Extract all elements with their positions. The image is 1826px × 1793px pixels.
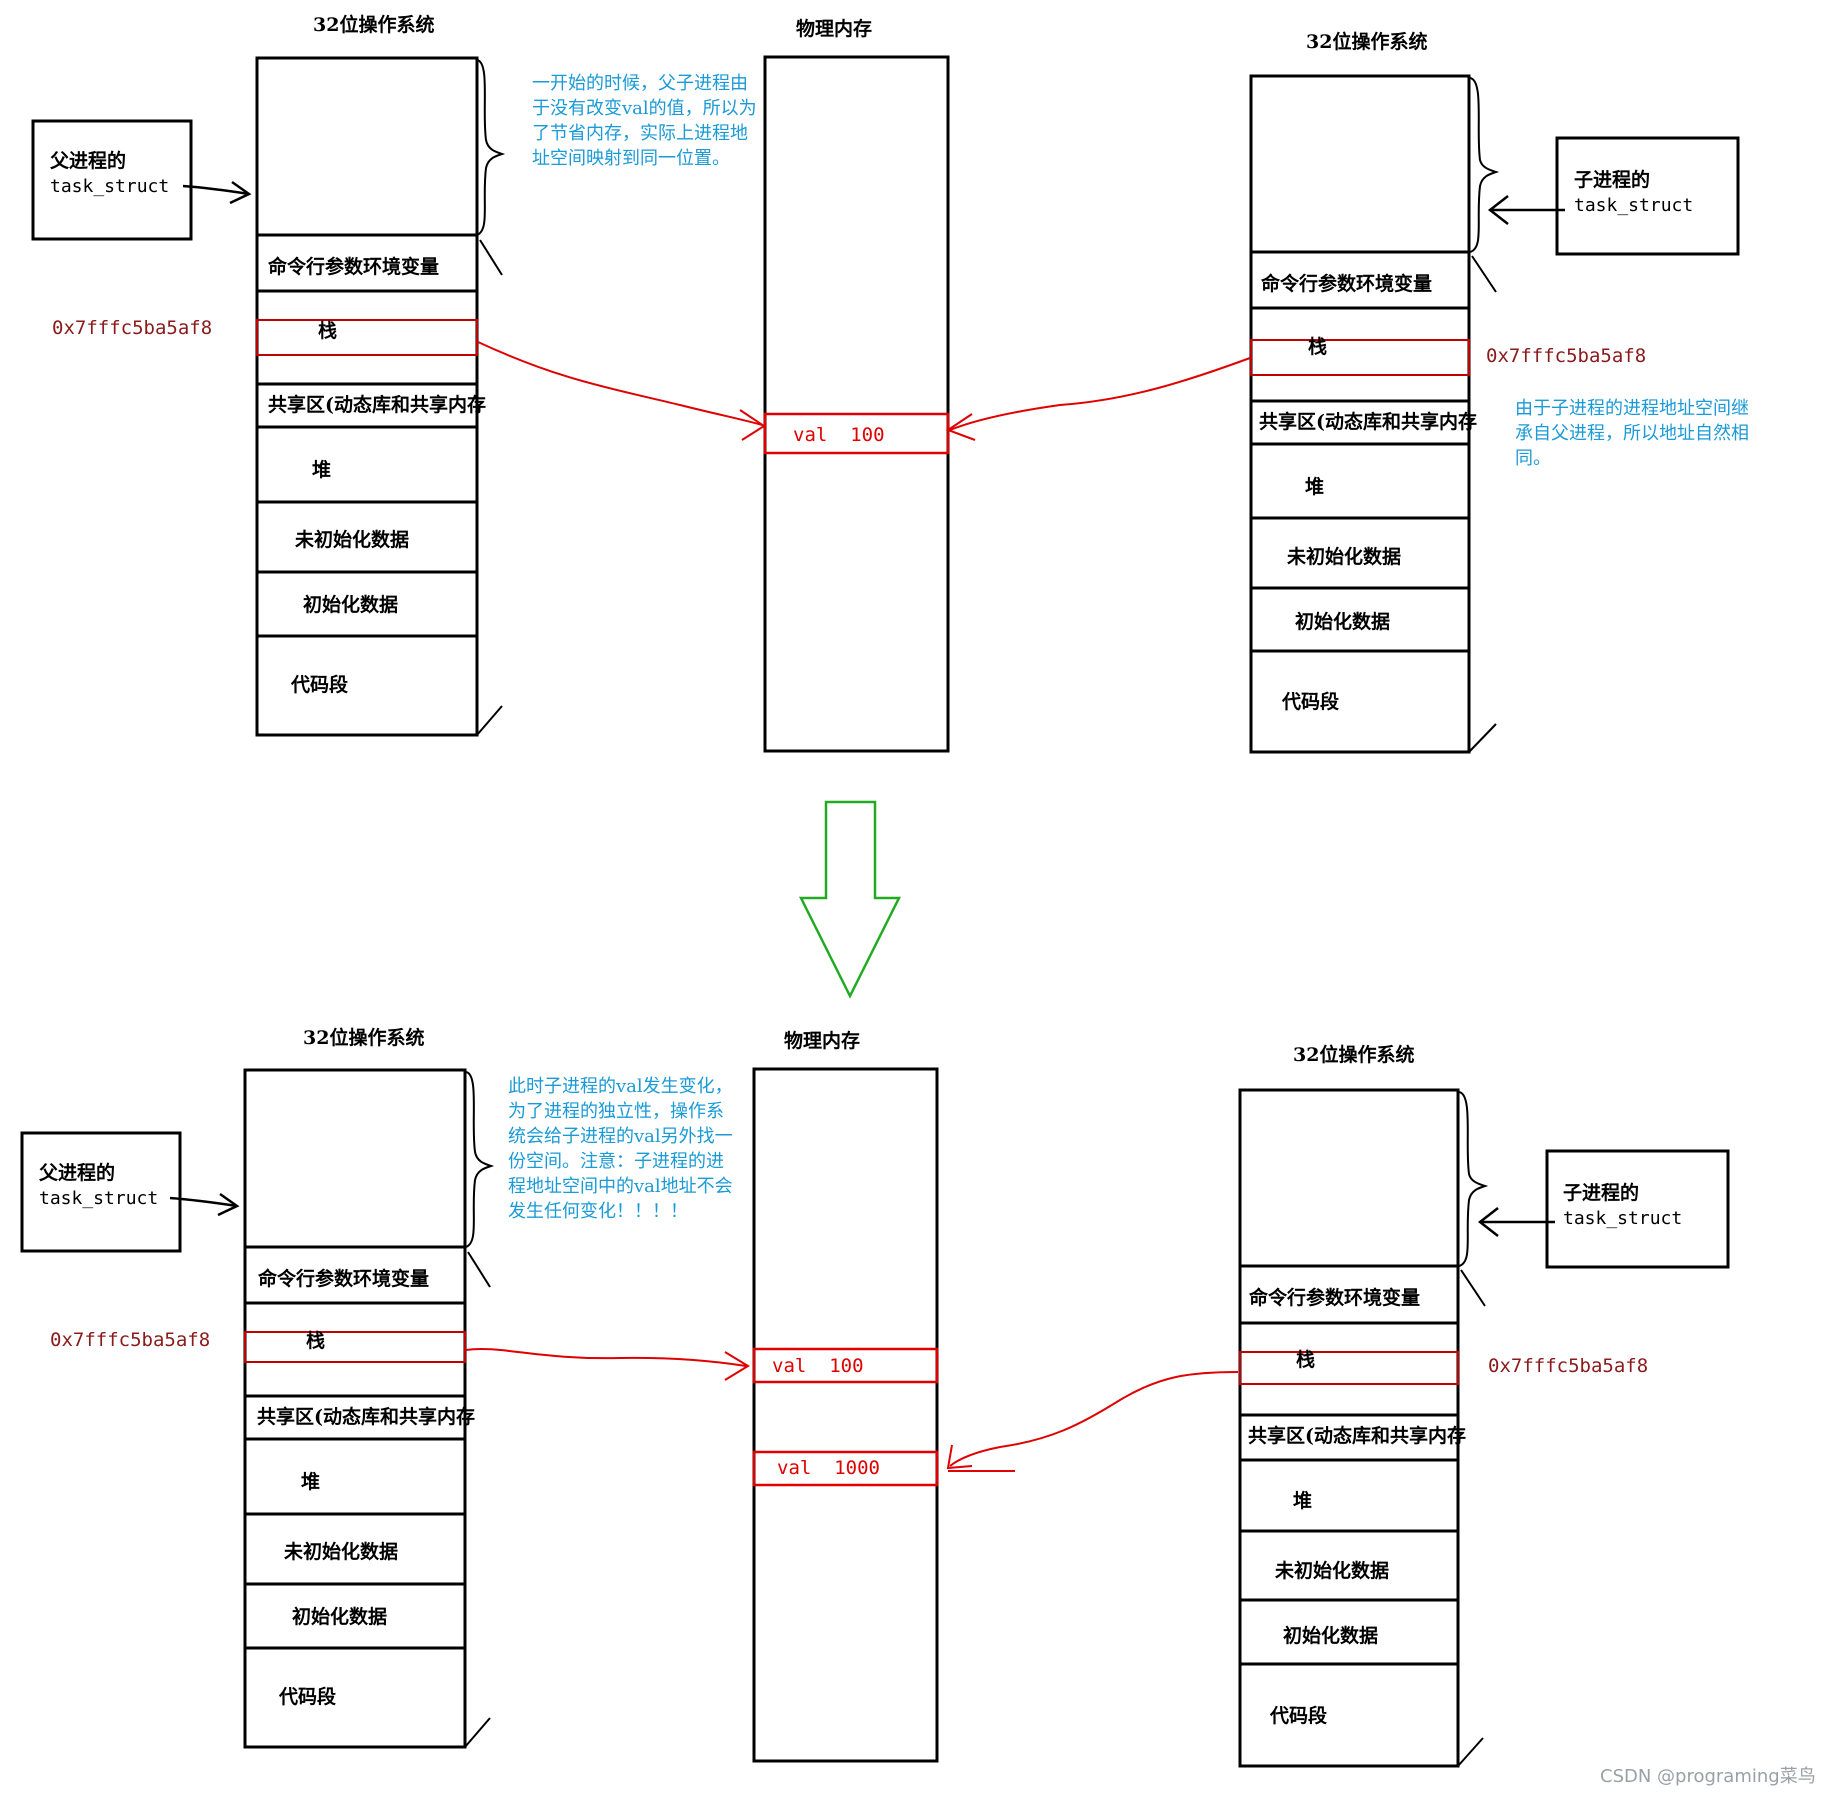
- top-child-kernel-brace: [1469, 77, 1500, 253]
- top-child-brace-tick: [1471, 255, 1497, 293]
- top-child-task-struct-label: 子进程的 task_struct: [1574, 167, 1693, 219]
- bottom-val1-cell: [752, 1347, 939, 1384]
- top-child-task-line2: task_struct: [1574, 195, 1694, 216]
- top-child-map-arrow: [945, 357, 1251, 441]
- top-parent-task-arrow: [182, 180, 252, 205]
- top-child-seg-shared: 共享区(动态库和共享内存: [1259, 411, 1477, 433]
- top-parent-task-line1: 父进程的: [50, 150, 127, 172]
- top-parent-map-arrow: [477, 341, 766, 441]
- top-child-note: 由于子进程的进程地址空间继承自父进程，所以地址自然相同。: [1515, 398, 1749, 469]
- bottom-parent-stack-highlight: [244, 1331, 466, 1363]
- top-child-task-arrow: [1487, 195, 1566, 225]
- watermark: CSDN @programing菜鸟: [1600, 1766, 1816, 1787]
- top-parent-bottom-tick: [476, 705, 503, 736]
- bottom-child-address-space: [1238, 1088, 1460, 1768]
- bottom-parent-seg-shared: 共享区(动态库和共享内存: [257, 1406, 475, 1428]
- bottom-note: 此时子进程的val发生变化，为了进程的独立性，操作系统会给子进程的val另外找一…: [508, 1076, 733, 1222]
- bottom-child-map-arrow: [946, 1371, 1239, 1472]
- bottom-child-seg-data: 初始化数据: [1283, 1625, 1379, 1647]
- bottom-parent-task-line2: task_struct: [39, 1188, 159, 1209]
- bottom-parent-address: 0x7fffc5ba5af8: [50, 1329, 211, 1351]
- bottom-parent-os-title: 32位操作系统: [303, 1027, 425, 1049]
- bottom-val2-cell: [752, 1450, 939, 1487]
- bottom-parent-map-arrow: [465, 1347, 750, 1381]
- top-parent-seg-data: 初始化数据: [303, 594, 399, 616]
- bottom-physical-memory: [752, 1067, 939, 1763]
- top-child-seg-env: 命令行参数环境变量: [1261, 273, 1433, 295]
- top-val-label: val 100: [793, 424, 885, 446]
- bottom-child-address: 0x7fffc5ba5af8: [1488, 1355, 1649, 1377]
- bottom-parent-seg-text: 代码段: [279, 1686, 337, 1708]
- bottom-child-task-line1: 子进程的: [1563, 1182, 1640, 1204]
- top-parent-task-line2: task_struct: [50, 176, 170, 197]
- top-parent-task-struct-label: 父进程的 task_struct: [50, 148, 169, 200]
- bottom-child-seg-env: 命令行参数环境变量: [1249, 1287, 1421, 1309]
- bottom-child-kernel-brace: [1458, 1091, 1489, 1267]
- bottom-parent-address-space: [243, 1068, 467, 1749]
- bottom-child-stack-highlight: [1239, 1351, 1459, 1385]
- bottom-child-brace-tick: [1460, 1269, 1486, 1307]
- top-parent-seg-bss: 未初始化数据: [295, 529, 410, 551]
- top-child-bottom-tick: [1468, 723, 1497, 753]
- top-parent-brace-tick: [479, 239, 503, 276]
- bottom-parent-seg-data: 初始化数据: [292, 1606, 388, 1628]
- top-parent-seg-env: 命令行参数环境变量: [268, 256, 440, 278]
- top-child-task-box: [1555, 136, 1740, 256]
- top-val-cell: [763, 412, 950, 455]
- bottom-parent-brace-tick: [467, 1251, 491, 1288]
- bottom-child-seg-shared: 共享区(动态库和共享内存: [1248, 1425, 1466, 1447]
- top-parent-task-box: [31, 119, 193, 241]
- top-child-stack-highlight: [1250, 339, 1470, 376]
- top-child-seg-text: 代码段: [1282, 691, 1340, 713]
- bottom-child-bottom-tick: [1457, 1737, 1484, 1767]
- top-parent-seg-heap: 堆: [312, 459, 332, 481]
- bottom-val1-label: val 100: [772, 1355, 864, 1377]
- bottom-parent-task-box: [20, 1131, 182, 1253]
- top-parent-seg-text: 代码段: [291, 674, 349, 696]
- top-child-task-line1: 子进程的: [1574, 169, 1651, 191]
- bottom-child-seg-stack: 栈: [1296, 1349, 1316, 1371]
- top-child-seg-heap: 堆: [1305, 476, 1325, 498]
- bottom-parent-task-arrow: [169, 1192, 240, 1217]
- top-parent-stack-highlight: [256, 319, 478, 356]
- top-child-seg-bss: 未初始化数据: [1287, 546, 1402, 568]
- bottom-child-os-title: 32位操作系统: [1293, 1044, 1415, 1066]
- bottom-child-seg-bss: 未初始化数据: [1275, 1560, 1390, 1582]
- transition-down-arrow: [798, 800, 902, 999]
- bottom-child-task-line2: task_struct: [1563, 1208, 1683, 1229]
- top-parent-seg-shared: 共享区(动态库和共享内存: [268, 394, 486, 416]
- top-parent-seg-stack: 栈: [318, 320, 338, 342]
- bottom-parent-seg-heap: 堆: [301, 1471, 321, 1493]
- bottom-child-task-box: [1545, 1149, 1730, 1269]
- bottom-parent-bottom-tick: [464, 1717, 491, 1748]
- top-parent-os-title: 32位操作系统: [313, 14, 435, 36]
- bottom-parent-kernel-brace: [465, 1071, 495, 1248]
- top-parent-address-space: [255, 56, 479, 737]
- bottom-parent-seg-stack: 栈: [306, 1330, 326, 1352]
- top-parent-note: 一开始的时候，父子进程由于没有改变val的值，所以为了节省内存，实际上进程地址空…: [532, 73, 757, 169]
- bottom-child-task-arrow: [1477, 1207, 1555, 1237]
- bottom-parent-task-struct-label: 父进程的 task_struct: [39, 1160, 158, 1212]
- bottom-val2-label: val 1000: [777, 1457, 880, 1479]
- top-child-seg-data: 初始化数据: [1295, 611, 1391, 633]
- top-child-address: 0x7fffc5ba5af8: [1486, 345, 1647, 367]
- top-physical-memory: [763, 55, 950, 753]
- top-parent-address: 0x7fffc5ba5af8: [52, 317, 213, 339]
- bottom-child-task-struct-label: 子进程的 task_struct: [1563, 1180, 1682, 1232]
- top-physical-title: 物理内存: [796, 18, 873, 40]
- bottom-child-seg-heap: 堆: [1293, 1490, 1313, 1512]
- top-child-os-title: 32位操作系统: [1306, 31, 1428, 53]
- bottom-child-seg-text: 代码段: [1270, 1705, 1328, 1727]
- bottom-parent-seg-bss: 未初始化数据: [284, 1541, 399, 1563]
- top-child-address-space: [1249, 74, 1471, 754]
- top-parent-kernel-brace: [476, 59, 506, 236]
- bottom-parent-seg-env: 命令行参数环境变量: [258, 1268, 430, 1290]
- top-child-seg-stack: 栈: [1308, 336, 1328, 358]
- bottom-parent-task-line1: 父进程的: [39, 1162, 116, 1184]
- bottom-physical-title: 物理内存: [784, 1030, 861, 1052]
